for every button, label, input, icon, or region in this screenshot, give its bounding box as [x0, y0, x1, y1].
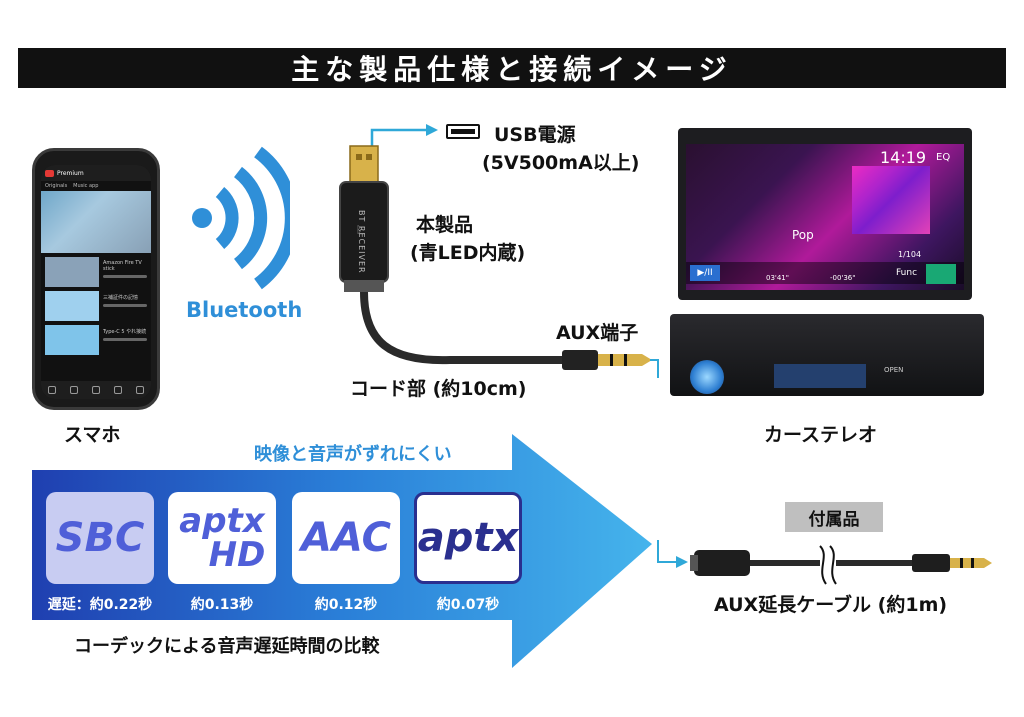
- phone-thumb: [45, 325, 99, 355]
- stereo-track: 1/104: [898, 250, 922, 259]
- smartphone-image: Premium Originals Music app Amazon Fire …: [32, 148, 160, 410]
- receiver-print-text: BT RECEIVER: [357, 210, 366, 274]
- aux-port-label: AUX端子: [556, 322, 639, 344]
- stereo-control-bar: [686, 262, 964, 284]
- usb-port-icon: [446, 124, 480, 139]
- product-label: 本製品: [416, 214, 474, 236]
- phone-nav-bar: [41, 381, 151, 399]
- phone-app-bar: Premium: [41, 165, 151, 181]
- car-stereo-label: カーステレオ: [764, 424, 878, 446]
- smartphone-screen: Premium Originals Music app Amazon Fire …: [41, 165, 151, 399]
- codec-latency: 約0.13秒: [190, 597, 254, 613]
- stereo-open-label: OPEN: [884, 366, 904, 374]
- phone-list-item: 三補証件の記憶: [103, 295, 139, 301]
- usb-power-label: USB電源: [494, 124, 576, 146]
- stereo-elapsed: 03'41": [766, 274, 789, 282]
- wifi-signal-icon: [192, 146, 290, 290]
- phone-list-item: Amazon Fire TV stick: [103, 260, 142, 272]
- codec-name: aptx: [179, 501, 265, 541]
- aux-cable-label: AUX延長ケーブル (約1m): [714, 594, 948, 616]
- codec-name: aptx: [417, 515, 519, 561]
- bluetooth-label: Bluetooth: [186, 298, 303, 322]
- bluetooth-icon: ᛒ: [356, 225, 362, 236]
- phone-list-item: Type-C 5 やれ接続: [103, 329, 147, 335]
- cord-label: コード部 (約10cm): [350, 378, 527, 400]
- product-note: (青LED内蔵): [410, 242, 526, 264]
- aux-extension-cable-image: [690, 545, 992, 585]
- codec-name-suffix: HD: [208, 535, 266, 575]
- phone-tab-music: Music app: [73, 183, 99, 189]
- stereo-eq: EQ: [936, 152, 951, 163]
- smartphone-label: スマホ: [64, 424, 121, 446]
- codec-sbc-card: SBC: [46, 492, 154, 584]
- codec-aptx-card: aptx: [414, 492, 522, 584]
- stereo-volume-knob: [690, 360, 724, 394]
- codec-aptx-hd-card: aptx HD: [168, 492, 276, 584]
- accessory-tag: 付属品: [785, 502, 883, 532]
- bluetooth-receiver-image: [339, 145, 659, 378]
- phone-video-player: [41, 191, 151, 253]
- album-art: [852, 166, 930, 234]
- codec-band-heading: 映像と音声がずれにくい: [254, 444, 452, 465]
- phone-app-name: Premium: [57, 169, 84, 177]
- arrow-right-icon: [657, 540, 688, 568]
- stereo-phone-icon: [926, 264, 956, 284]
- stereo-play-button: ▶/II: [690, 265, 720, 281]
- codec-name: AAC: [300, 515, 392, 561]
- stereo-time: 14:19: [880, 148, 927, 167]
- usb-power-spec: (5V500mA以上): [482, 152, 640, 174]
- codec-latency: 約0.12秒: [314, 597, 378, 613]
- codec-latency: 遅延：約0.22秒: [47, 597, 153, 613]
- phone-tab-originals: Originals: [45, 183, 68, 189]
- car-stereo-image: 14:19 EQ Pop 1/104 ▶/II 03'41" -00'36" F…: [670, 128, 990, 408]
- stereo-lcd: [774, 364, 866, 388]
- phone-thumb: [45, 257, 99, 287]
- stereo-func: Func: [896, 268, 918, 278]
- youtube-logo-icon: [45, 169, 54, 177]
- arrow-right-icon: [370, 124, 438, 152]
- stereo-remaining: -00'36": [830, 274, 856, 282]
- page-title: 主な製品仕様と接続イメージ: [18, 48, 1006, 88]
- codec-latency: 約0.07秒: [436, 597, 500, 613]
- codec-comparison-caption: コーデックによる音声遅延時間の比較: [74, 636, 380, 657]
- codec-name: SBC: [55, 515, 145, 561]
- codec-aac-card: AAC: [292, 492, 400, 584]
- stereo-genre: Pop: [792, 228, 814, 242]
- phone-thumb: [45, 291, 99, 321]
